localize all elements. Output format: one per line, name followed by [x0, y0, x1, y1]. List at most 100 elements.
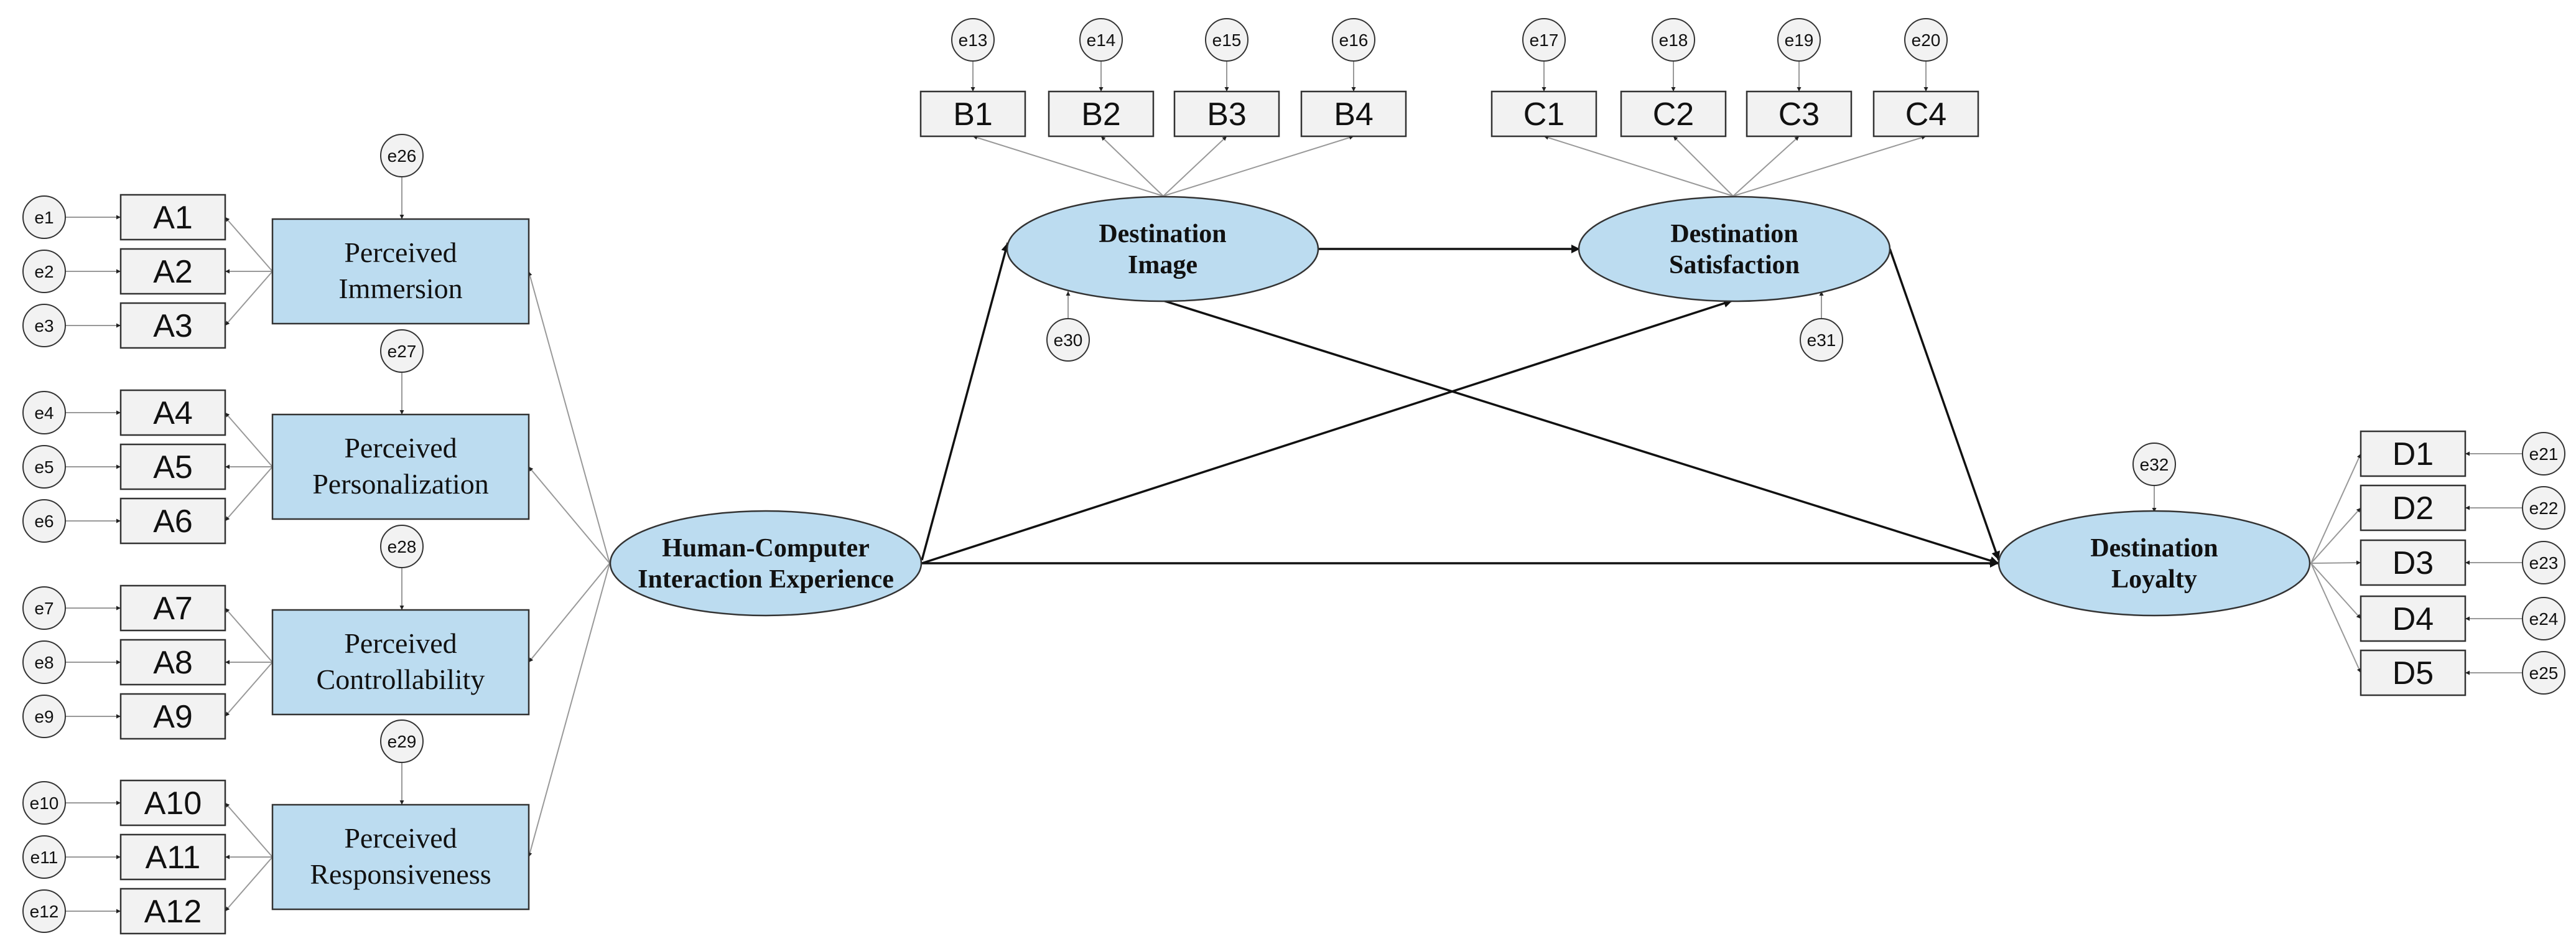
- error-term-label: e13: [959, 30, 988, 50]
- indicator-box-A10: [119, 779, 226, 827]
- indicator-label: A8: [153, 645, 193, 681]
- indicator-box-C4: [1872, 90, 1979, 138]
- path-hci-to-satisfaction: [921, 299, 1733, 565]
- indicator-box-D3: [2360, 539, 2467, 586]
- second-order-arrow-controllability: [528, 563, 610, 663]
- latent-ellipse-loyalty: [1997, 510, 2311, 617]
- error-term-e3: [22, 304, 66, 347]
- indicator-label: B1: [953, 96, 993, 133]
- dimension-box-controllability: [271, 609, 530, 716]
- indicator-box-A6: [119, 497, 226, 545]
- indicator-label: A5: [153, 449, 193, 485]
- indicator-box-A1: [119, 194, 226, 241]
- dimension-box-personalization: [271, 413, 530, 520]
- error-term-e12: [22, 889, 66, 933]
- latent-ellipse-satisfaction: [1578, 195, 1891, 302]
- indicator-label: C4: [1905, 96, 1946, 133]
- error-term-label: e20: [1912, 30, 1941, 50]
- indicator-box-A2: [119, 248, 226, 295]
- error-term-e31: [1800, 318, 1843, 362]
- indicator-box-B4: [1300, 90, 1407, 138]
- indicator-label: A11: [146, 840, 201, 876]
- error-term-e13: [951, 18, 995, 62]
- indicator-box-A11: [119, 833, 226, 881]
- path-hci-to-image: [921, 242, 1010, 561]
- error-term-label: e11: [30, 848, 58, 867]
- indicator-box-D1: [2360, 430, 2467, 477]
- loading-arrow-A7: [225, 607, 273, 663]
- second-order-arrow-responsiveness: [528, 563, 610, 858]
- indicator-label: A4: [153, 395, 193, 431]
- dimension-label-personalization-line1: Perceived: [344, 432, 457, 464]
- error-term-e20: [1904, 18, 1948, 62]
- indicator-box-A9: [119, 693, 226, 740]
- dimension-label-immersion-line1: Perceived: [344, 237, 457, 268]
- dimension-label-personalization-line2: Personalization: [312, 468, 489, 500]
- indicator-box-C1: [1490, 90, 1597, 138]
- loading-arrow-A4: [225, 412, 273, 467]
- error-term-e21: [2522, 432, 2565, 476]
- indicator-label: A3: [153, 308, 193, 344]
- latent-label-image-line1: Destination: [1099, 220, 1226, 248]
- error-term-label: e21: [2529, 444, 2559, 464]
- indicator-label: A9: [153, 699, 193, 735]
- error-term-label: e26: [388, 146, 417, 166]
- error-term-label: e5: [34, 457, 53, 477]
- indicator-label: B3: [1207, 96, 1247, 133]
- error-term-e30: [1046, 318, 1090, 362]
- error-term-label: e9: [34, 707, 53, 726]
- indicator-box-A8: [119, 639, 226, 686]
- error-term-e10: [22, 781, 66, 825]
- loading-arrow-A6: [225, 466, 273, 522]
- error-term-e9: [22, 695, 66, 738]
- latent-label-hci-line1: Human-Computer: [662, 534, 870, 563]
- indicator-label: A12: [144, 894, 202, 930]
- indicator-box-A7: [119, 584, 226, 632]
- latent-label-loyalty-line1: Destination: [2090, 534, 2218, 563]
- path-arrows: [65, 61, 2523, 914]
- indicator-label: A6: [153, 504, 193, 540]
- indicator-box-C3: [1746, 90, 1853, 138]
- indicator-label: D3: [2392, 545, 2434, 581]
- error-term-label: e24: [2529, 609, 2559, 629]
- error-term-e8: [22, 640, 66, 684]
- error-term-label: e3: [34, 316, 53, 335]
- indicator-box-A4: [119, 389, 226, 436]
- indicator-label: A2: [153, 254, 193, 290]
- second-order-arrow-personalization: [528, 466, 610, 564]
- error-term-e4: [22, 391, 66, 434]
- error-term-label: e16: [1339, 30, 1369, 50]
- error-term-e6: [22, 499, 66, 543]
- dimension-box-immersion: [271, 218, 530, 325]
- error-term-label: e22: [2529, 499, 2559, 518]
- error-term-label: e32: [2140, 455, 2169, 474]
- error-term-label: e31: [1807, 330, 1836, 350]
- error-term-label: e18: [1659, 30, 1688, 50]
- indicator-label: C3: [1779, 96, 1820, 133]
- error-term-label: e17: [1530, 30, 1559, 50]
- indicator-box-B1: [919, 90, 1026, 138]
- error-term-e14: [1079, 18, 1123, 62]
- indicator-box-B3: [1173, 90, 1280, 138]
- loading-arrow-C3: [1732, 136, 1800, 197]
- error-term-label: e12: [30, 902, 59, 921]
- loading-arrow-A12: [225, 856, 273, 912]
- error-term-e19: [1777, 18, 1821, 62]
- error-term-label: e29: [388, 732, 417, 751]
- dimension-box-responsiveness: [271, 803, 530, 911]
- dimension-label-controllability-line2: Controllability: [317, 663, 485, 695]
- error-term-e25: [2522, 651, 2565, 695]
- error-term-e16: [1332, 18, 1375, 62]
- path-satisfaction-to-loyalty: [1889, 248, 2000, 561]
- error-term-label: e6: [34, 512, 53, 531]
- error-term-e1: [22, 195, 66, 239]
- indicator-box-D5: [2360, 649, 2467, 696]
- diagram-nodes: A1e1A2e2A3e3PerceivedImmersione26A4e4A5e…: [22, 18, 2565, 935]
- loading-arrow-D5: [2310, 563, 2361, 673]
- loading-arrow-B4: [1163, 135, 1354, 197]
- indicator-box-D2: [2360, 484, 2467, 532]
- error-term-label: e10: [30, 794, 59, 813]
- error-term-label: e7: [34, 599, 53, 618]
- loading-arrow-A9: [225, 662, 273, 717]
